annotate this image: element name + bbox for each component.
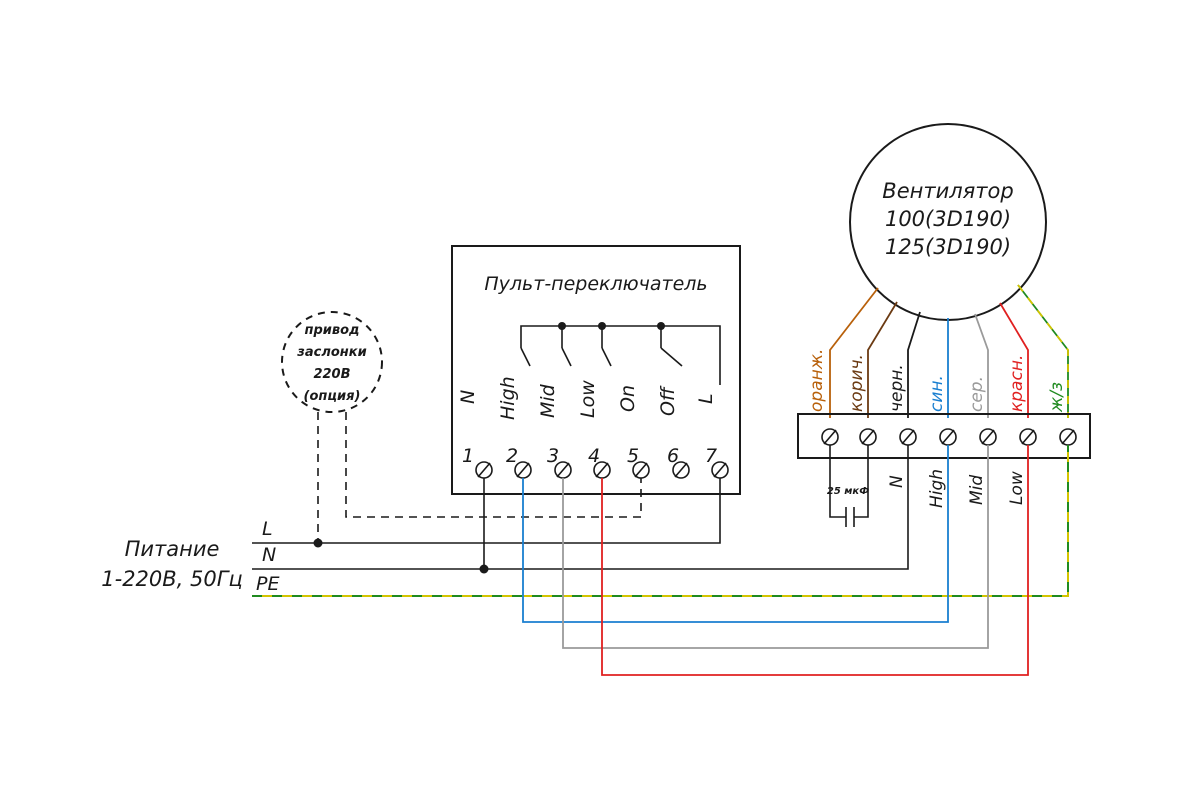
switch-label-n: N (457, 390, 479, 404)
fan-model-100: 100(3D190) (885, 207, 1011, 231)
damper-line-2: заслонки (296, 345, 366, 360)
fan-title: Вентилятор (882, 179, 1013, 203)
damper-line-1: привод (304, 323, 359, 338)
fan-terminal-3 (899, 428, 917, 446)
fan-terminal-5 (979, 428, 997, 446)
switch-label-l: L (695, 393, 717, 404)
switch-terminal-5 (632, 461, 650, 479)
switch-label-mid: Mid (537, 383, 559, 418)
terminal-number-1: 1 (462, 445, 474, 467)
power-line-pe: PE (256, 573, 279, 595)
fan-terminal-block (797, 413, 1091, 459)
fan-terminal-4 (939, 428, 957, 446)
terminal-number-4: 4 (588, 445, 600, 467)
fan-leads (829, 284, 1069, 418)
fan-terminal-7 (1059, 428, 1077, 446)
damper-line-4: (опция) (304, 389, 361, 404)
fan-terminal-6 (1019, 428, 1037, 446)
power-supply: Питание 1-220В, 50Гц L N PE (101, 445, 1069, 597)
wire-label-red: красн. (1007, 355, 1027, 412)
fan-label-n: N (887, 475, 907, 488)
fan-terminals (821, 428, 1077, 446)
switch-label-low: Low (577, 380, 599, 418)
lead-red (999, 302, 1029, 418)
wire-label-green-yellow: ж/з (1047, 382, 1067, 413)
fan-terminal-2 (859, 428, 877, 446)
switch-terminal-1 (475, 461, 493, 479)
lead-orange (829, 287, 879, 418)
switch-label-on: On (617, 385, 639, 412)
wire-color-labels: оранж. корич. черн. син. сер. красн. ж/з (807, 349, 1067, 413)
switch-label-off: Off (657, 385, 679, 416)
capacitor-label: 25 мкФ (827, 486, 869, 497)
wire-mid-gray (562, 445, 989, 649)
wire-label-brown: корич. (847, 354, 867, 412)
terminal-number-6: 6 (667, 445, 679, 467)
line-pe (252, 445, 1069, 597)
switch-terminal-numbers: 1 2 3 4 5 6 7 (462, 445, 717, 467)
terminal-number-5: 5 (627, 445, 639, 467)
line-n (252, 445, 909, 570)
terminal-number-2: 2 (506, 445, 518, 467)
switch-terminal-2 (514, 461, 532, 479)
wire-label-orange: оранж. (807, 349, 827, 412)
wire-label-blue: син. (927, 375, 947, 412)
fan-label-mid: Mid (967, 475, 987, 505)
switch-panel: Пульт-переключатель N High Mid Low On (451, 245, 741, 495)
lead-gray (974, 313, 989, 418)
wire-label-black: черн. (887, 364, 907, 412)
power-line-n: N (262, 544, 276, 566)
fan-model-125: 125(3D190) (885, 235, 1011, 259)
power-title: Питание (125, 537, 220, 561)
switch-terminal-6 (672, 461, 690, 479)
line-l (252, 478, 721, 544)
wire-low-red (601, 445, 1029, 676)
switch-terminal-3 (554, 461, 572, 479)
lead-brown (867, 301, 898, 418)
terminal-number-7: 7 (705, 445, 717, 467)
wire-label-gray: сер. (967, 376, 987, 412)
damper-actuator: привод заслонки 220В (опция) (281, 311, 642, 543)
switch-terminal-4 (593, 461, 611, 479)
fan-bottom-labels: N High Mid Low (887, 469, 1027, 508)
switch-terminal-7 (711, 461, 729, 479)
power-spec: 1-220В, 50Гц (101, 567, 243, 591)
power-line-l: L (262, 518, 273, 540)
fan-motor: Вентилятор 100(3D190) 125(3D190) (849, 123, 1047, 321)
switch-function-labels: N High Mid Low On Off L (457, 376, 717, 420)
switch-panel-title: Пульт-переключатель (484, 273, 707, 295)
fan-terminal-1 (821, 428, 839, 446)
switch-contacts (520, 322, 721, 385)
lead-black (907, 311, 921, 418)
speed-wires (522, 445, 1029, 676)
wire-high-blue (522, 445, 949, 623)
fan-label-low: Low (1007, 471, 1027, 505)
switch-label-high: High (497, 376, 519, 420)
fan-label-high: High (927, 469, 947, 508)
damper-line-3: 220В (313, 367, 350, 382)
terminal-number-3: 3 (547, 445, 559, 467)
capacitor: 25 мкФ (827, 445, 869, 527)
